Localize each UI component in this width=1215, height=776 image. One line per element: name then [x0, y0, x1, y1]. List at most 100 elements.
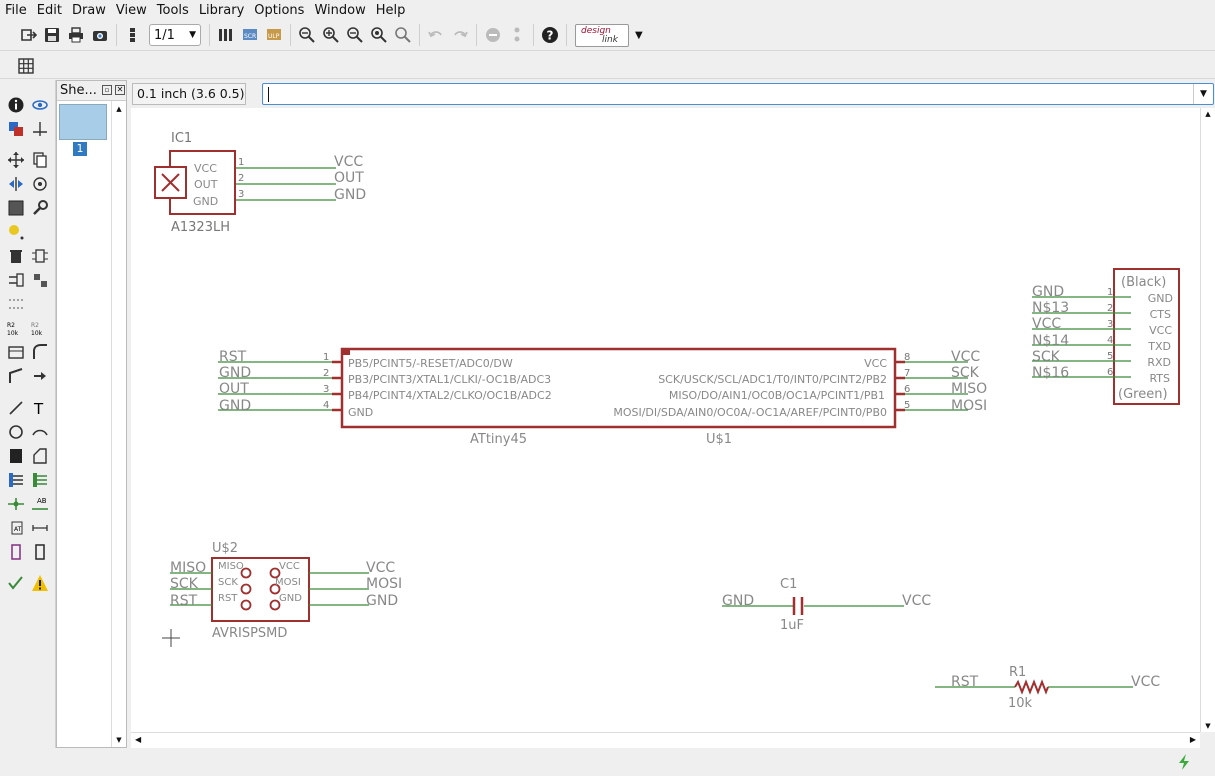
go-button[interactable] — [505, 23, 529, 47]
print-button[interactable] — [64, 23, 88, 47]
scroll-right-icon[interactable]: ▶ — [1189, 735, 1196, 744]
label-tool[interactable]: AB — [30, 494, 50, 514]
attiny45-part[interactable]: PB5/PCINT5/-RESET/ADC0/DW PB3/PCINT3/XTA… — [323, 347, 910, 447]
warning-icon — [32, 575, 48, 591]
close-icon[interactable]: ✕ — [115, 85, 125, 95]
attiny45-pin-number-2: 2 — [323, 368, 329, 379]
command-dropdown-icon[interactable]: ▼ — [1193, 84, 1213, 104]
wire-tool[interactable] — [6, 398, 26, 418]
add-tool[interactable] — [30, 246, 50, 266]
show-tool[interactable] — [30, 95, 50, 115]
errors-tool[interactable] — [30, 573, 50, 593]
ulp-button[interactable]: ULP — [262, 23, 286, 47]
stop-button[interactable] — [481, 23, 505, 47]
avrisp-wires[interactable] — [170, 572, 369, 606]
sheet-select[interactable]: 1/1▼ — [149, 24, 201, 46]
resistor-r1-part[interactable]: R1 10k RST VCC — [935, 665, 1160, 711]
horizontal-scrollbar[interactable]: ◀ ▶ — [131, 732, 1200, 748]
circle-tool[interactable] — [6, 422, 26, 442]
ftdi-header-part[interactable]: (Black) (Green) GND CTS VCC TXD RXD RTS … — [1107, 268, 1180, 405]
layers-button[interactable] — [214, 23, 238, 47]
menu-file[interactable]: File — [5, 2, 27, 18]
dimension-tool[interactable] — [30, 518, 50, 538]
ftdi-wires[interactable] — [1032, 296, 1131, 378]
float-icon[interactable]: ▫ — [102, 85, 112, 95]
ic1-part[interactable]: IC1 A1323LH VCC OUT GND 1 2 3 — [154, 131, 244, 235]
attiny45-pin-number-4: 4 — [323, 400, 329, 411]
group-tool[interactable] — [6, 198, 26, 218]
junction-tool[interactable] — [6, 494, 26, 514]
sheet-thumbnail[interactable] — [59, 104, 107, 140]
menu-draw[interactable]: Draw — [71, 2, 106, 18]
zoom-redraw-button[interactable] — [367, 23, 391, 47]
redo-button[interactable] — [448, 23, 472, 47]
bus-tool[interactable] — [6, 470, 26, 490]
menu-view[interactable]: View — [115, 2, 147, 18]
erc-tool[interactable] — [6, 573, 26, 593]
design-link-dropdown-icon[interactable]: ▼ — [635, 29, 643, 41]
invoke-tool[interactable] — [30, 366, 50, 386]
smash-tool[interactable] — [6, 342, 26, 362]
vertical-scrollbar[interactable]: ▲ ▼ — [1200, 108, 1215, 732]
undo-button[interactable] — [424, 23, 448, 47]
capacitor-c1-part[interactable]: C1 1uF GND VCC — [722, 577, 931, 633]
sheets-scrollbar[interactable]: ▲ ▼ — [111, 101, 126, 747]
menu-edit[interactable]: Edit — [36, 2, 62, 18]
schematic-canvas[interactable]: IC1 A1323LH VCC OUT GND 1 2 3 VCC OUT GN… — [131, 108, 1200, 732]
attiny45-wires[interactable] — [218, 361, 968, 411]
text-tool[interactable]: T — [30, 398, 50, 418]
attribute-tool[interactable]: AT — [6, 518, 26, 538]
save-button[interactable] — [40, 23, 64, 47]
grid-button[interactable] — [14, 54, 38, 78]
mirror-tool[interactable] — [6, 174, 26, 194]
replace-tool[interactable] — [6, 294, 26, 314]
split-tool[interactable] — [6, 366, 26, 386]
delete-tool[interactable] — [6, 246, 26, 266]
display-tool[interactable] — [6, 119, 26, 139]
rotate-tool[interactable] — [30, 174, 50, 194]
polygon-tool[interactable] — [30, 446, 50, 466]
move-tool[interactable] — [6, 150, 26, 170]
miter-tool[interactable] — [30, 342, 50, 362]
paste-tool[interactable] — [6, 222, 26, 242]
help-button[interactable]: ? — [538, 23, 562, 47]
module-tool[interactable] — [30, 542, 50, 562]
svg-text:AB: AB — [37, 497, 47, 505]
arc-tool[interactable] — [30, 422, 50, 442]
sheet-icon-button[interactable] — [121, 23, 145, 47]
frame-tool[interactable] — [6, 542, 26, 562]
menu-tools[interactable]: Tools — [156, 2, 189, 18]
net-tool[interactable] — [30, 470, 50, 490]
change-tool[interactable] — [30, 198, 50, 218]
export-button[interactable] — [16, 23, 40, 47]
menu-options[interactable]: Options — [254, 2, 305, 18]
zoom-out-button[interactable] — [343, 23, 367, 47]
mark-tool[interactable] — [30, 119, 50, 139]
menu-help[interactable]: Help — [375, 2, 406, 18]
rect-tool[interactable] — [6, 446, 26, 466]
cam-button[interactable] — [88, 23, 112, 47]
gateswap-tool[interactable] — [30, 270, 50, 290]
menu-window[interactable]: Window — [314, 2, 366, 18]
zoom-fit-button[interactable] — [295, 23, 319, 47]
net-icon — [33, 473, 47, 487]
design-link-button[interactable]: design link — [575, 23, 629, 47]
command-input[interactable]: ▼ — [262, 83, 1214, 105]
info-tool[interactable] — [6, 95, 26, 115]
zoom-in-button[interactable] — [319, 23, 343, 47]
ic1-wires[interactable] — [236, 167, 336, 201]
zoom-select-button[interactable] — [391, 23, 415, 47]
scroll-down-icon[interactable]: ▼ — [116, 736, 122, 744]
menu-library[interactable]: Library — [198, 2, 245, 18]
script-button[interactable]: SCR — [238, 23, 262, 47]
scroll-down-icon[interactable]: ▼ — [1205, 722, 1211, 730]
avrisp-header-part[interactable]: U$2 AVRISPSMD MISO SCK RST VCC MOSI GND — [211, 541, 310, 641]
scroll-left-icon[interactable]: ◀ — [135, 735, 142, 744]
polygon-icon — [33, 448, 47, 464]
scroll-up-icon[interactable]: ▲ — [1205, 110, 1211, 118]
copy-tool[interactable] — [30, 150, 50, 170]
pinswap-tool[interactable] — [6, 270, 26, 290]
scroll-up-icon[interactable]: ▲ — [116, 105, 122, 113]
